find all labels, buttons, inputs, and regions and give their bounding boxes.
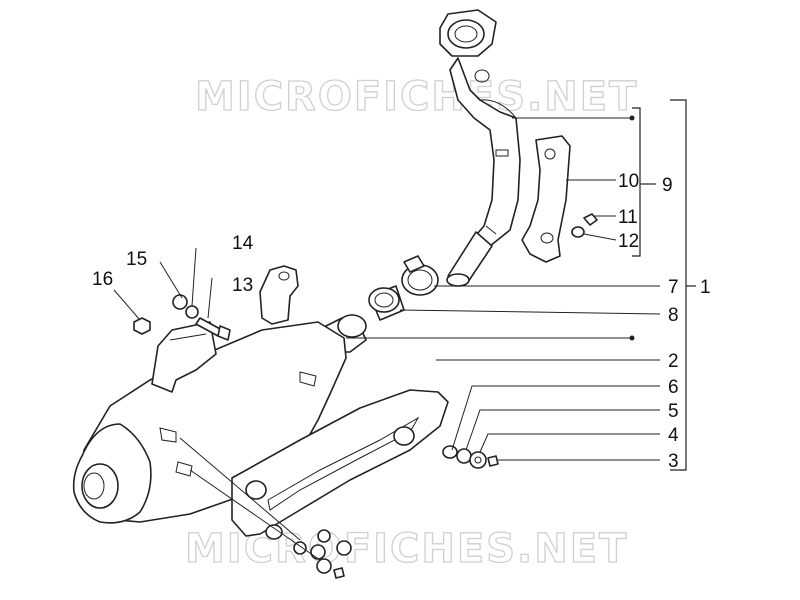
bushing-5	[456, 448, 472, 464]
washer-12	[571, 226, 585, 238]
washer-4	[469, 451, 487, 469]
lower-hardware	[293, 529, 352, 579]
callout-3: 3	[668, 451, 679, 472]
screw-11	[583, 213, 598, 226]
screw-3	[487, 455, 499, 467]
spacer-6	[442, 445, 458, 459]
gasket-sleeve	[368, 285, 405, 321]
callout-16: 16	[92, 269, 113, 290]
group-brackets	[632, 99, 696, 471]
watermark-text-top: MICROFICHES.NET	[195, 74, 638, 120]
nut-16	[133, 317, 151, 335]
callout-13: 13	[232, 275, 253, 296]
muffler-guard	[231, 389, 449, 540]
watermark-top: MICROFICHES.NET	[194, 73, 638, 120]
callout-11: 11	[618, 207, 638, 228]
leader-lines	[113, 115, 661, 561]
header-heat-shield	[521, 135, 571, 263]
callout-12: 12	[618, 231, 639, 252]
callout-6: 6	[668, 377, 679, 398]
washer-14	[185, 305, 199, 319]
washer-15	[172, 294, 188, 310]
bolt-13	[195, 317, 231, 341]
callout-5: 5	[668, 401, 679, 422]
callout-10: 10	[618, 171, 639, 192]
callout-9: 9	[662, 175, 673, 196]
clamp	[401, 255, 439, 296]
callout-15: 15	[126, 249, 147, 270]
callout-14: 14	[232, 233, 254, 254]
muffler	[72, 265, 367, 524]
callout-1: 1	[700, 277, 711, 298]
exhaust-header-pipe	[439, 9, 521, 287]
callout-labels: 1 2 3 4 5 6 7 8 9 10 11 12 13 14 15 16	[92, 171, 711, 472]
callout-8: 8	[668, 305, 679, 326]
callout-4: 4	[668, 425, 679, 446]
callout-2: 2	[668, 351, 679, 372]
callout-7: 7	[668, 277, 679, 298]
